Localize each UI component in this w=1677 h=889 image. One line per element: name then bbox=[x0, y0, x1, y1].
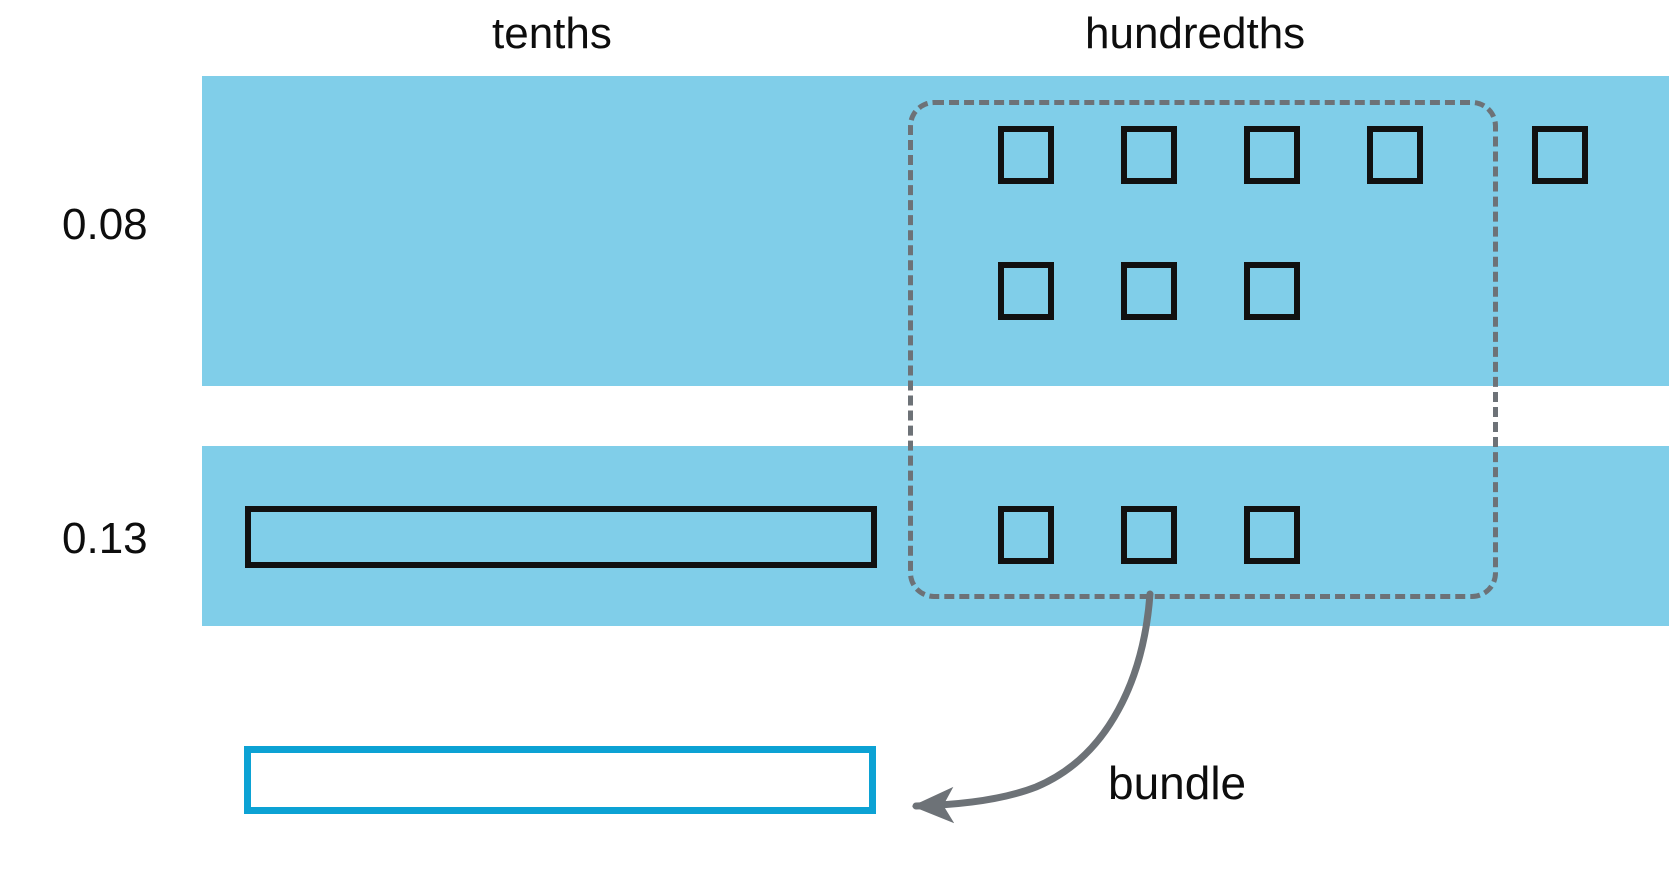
bundle-selection-outline bbox=[908, 100, 1498, 599]
bundle-caption-label: bundle bbox=[1108, 757, 1247, 809]
hundredth-unit-square bbox=[998, 506, 1054, 564]
tenth-strip-row-2 bbox=[245, 506, 877, 568]
hundredth-unit-square bbox=[1244, 262, 1300, 320]
hundredth-unit-square bbox=[1532, 126, 1588, 184]
bundle-arrow-icon bbox=[911, 590, 1154, 824]
row-label-value-1: 0.08 bbox=[62, 200, 148, 249]
column-header-hundredths: hundredths bbox=[1085, 9, 1306, 58]
hundredth-unit-square bbox=[1121, 262, 1177, 320]
hundredth-unit-square bbox=[1244, 126, 1300, 184]
hundredth-unit-square bbox=[1244, 506, 1300, 564]
hundredth-unit-square bbox=[998, 262, 1054, 320]
bundled-tenth-result bbox=[244, 746, 876, 814]
hundredth-unit-square bbox=[998, 126, 1054, 184]
place-value-band-row-1 bbox=[202, 76, 1669, 386]
hundredth-unit-square bbox=[1121, 506, 1177, 564]
column-header-tenths: tenths bbox=[492, 9, 612, 58]
hundredth-unit-square bbox=[1121, 126, 1177, 184]
row-label-value-2: 0.13 bbox=[62, 514, 148, 563]
hundredth-unit-square bbox=[1367, 126, 1423, 184]
